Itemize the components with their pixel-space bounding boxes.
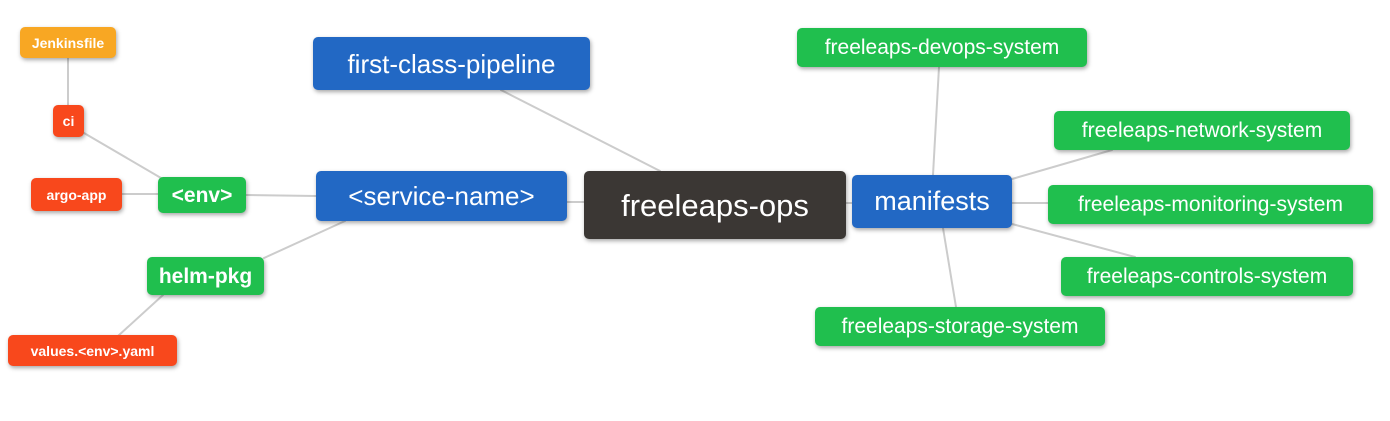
node-service-name[interactable]: <service-name> xyxy=(316,171,567,221)
node-first-class-pipeline[interactable]: first-class-pipeline xyxy=(313,37,590,90)
edge-manifests-to-freeleaps-network-system xyxy=(1011,149,1113,180)
edge-manifests-to-freeleaps-controls-system xyxy=(1011,223,1136,258)
node-freeleaps-network-system[interactable]: freeleaps-network-system xyxy=(1054,111,1350,150)
node-freeleaps-devops-system[interactable]: freeleaps-devops-system xyxy=(797,28,1087,67)
edge-helm-pkg-to-values-env-yaml xyxy=(117,294,164,337)
node-manifests[interactable]: manifests xyxy=(852,175,1012,228)
edge-manifests-to-freeleaps-storage-system xyxy=(942,227,957,308)
node-helm-pkg[interactable]: helm-pkg xyxy=(147,257,264,295)
node-ci[interactable]: ci xyxy=(53,105,84,137)
edge-env-to-service-name xyxy=(245,194,317,197)
node-freeleaps-ops[interactable]: freeleaps-ops xyxy=(584,171,846,239)
edge-manifests-to-freeleaps-devops-system xyxy=(932,66,940,176)
node-argo-app[interactable]: argo-app xyxy=(31,178,122,211)
node-freeleaps-controls-system[interactable]: freeleaps-controls-system xyxy=(1061,257,1353,296)
edge-ci-to-env xyxy=(83,132,162,179)
node-freeleaps-storage-system[interactable]: freeleaps-storage-system xyxy=(815,307,1105,346)
node-env[interactable]: <env> xyxy=(158,177,246,213)
node-freeleaps-monitoring-system[interactable]: freeleaps-monitoring-system xyxy=(1048,185,1373,224)
edge-helm-pkg-to-service-name xyxy=(263,220,346,259)
node-values-env-yaml[interactable]: values.<env>.yaml xyxy=(8,335,177,366)
node-jenkinsfile[interactable]: Jenkinsfile xyxy=(20,27,116,58)
edge-first-class-pipeline-to-freeleaps-ops xyxy=(500,89,661,172)
